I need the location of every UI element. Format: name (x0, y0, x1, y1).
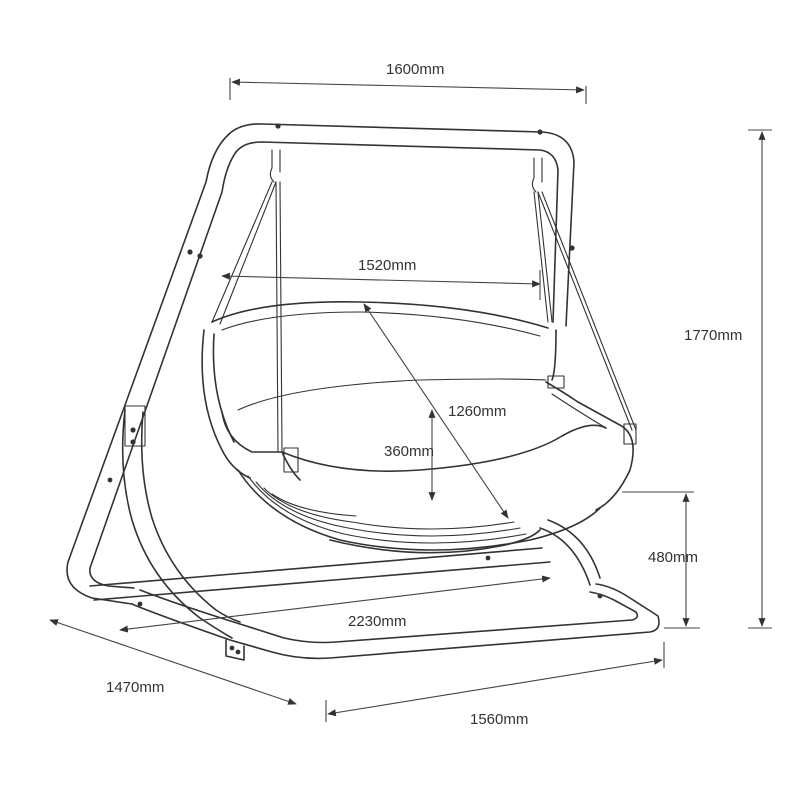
right-arm-bracket (547, 375, 565, 389)
hanging-ropes (211, 149, 637, 453)
dim-base-length-label: 2230mm (348, 613, 406, 630)
left-bracket-plate (124, 405, 146, 447)
bolt-icon (137, 601, 143, 607)
bolt-icon (485, 555, 491, 561)
bolt-icon (130, 427, 136, 433)
dim-seat-width-label: 1520mm (358, 257, 416, 274)
dimension-labels: 1600mm 1520mm 1770mm 1260mm 360mm 480mm … (106, 61, 742, 728)
bolt-icon (197, 253, 203, 259)
dim-top-width-label: 1600mm (386, 61, 444, 78)
dimension-lines (49, 78, 772, 722)
swing-frame (66, 123, 660, 661)
dim-seat-depth-label: 360mm (384, 443, 434, 460)
hammock-seat (201, 301, 637, 554)
bolt-icon (597, 593, 603, 599)
bolt-icon (229, 645, 235, 651)
bolt-icon (107, 477, 113, 483)
bolt-icon (130, 439, 136, 445)
right-seat-bracket (623, 423, 637, 445)
bolt-icon (235, 649, 241, 655)
left-seat-bracket (283, 447, 299, 473)
dim-base-depth-label: 1470mm (106, 679, 164, 696)
dim-seat-diagonal-label: 1260mm (448, 403, 506, 420)
dim-total-height-label: 1770mm (684, 327, 742, 344)
dim-base-width-label: 1560mm (470, 711, 528, 728)
bolt-icon (537, 129, 543, 135)
dim-seat-height-label: 480mm (648, 549, 698, 566)
bolt-icon (275, 123, 281, 129)
bolt-icon (187, 249, 193, 255)
bolt-icon (569, 245, 575, 251)
